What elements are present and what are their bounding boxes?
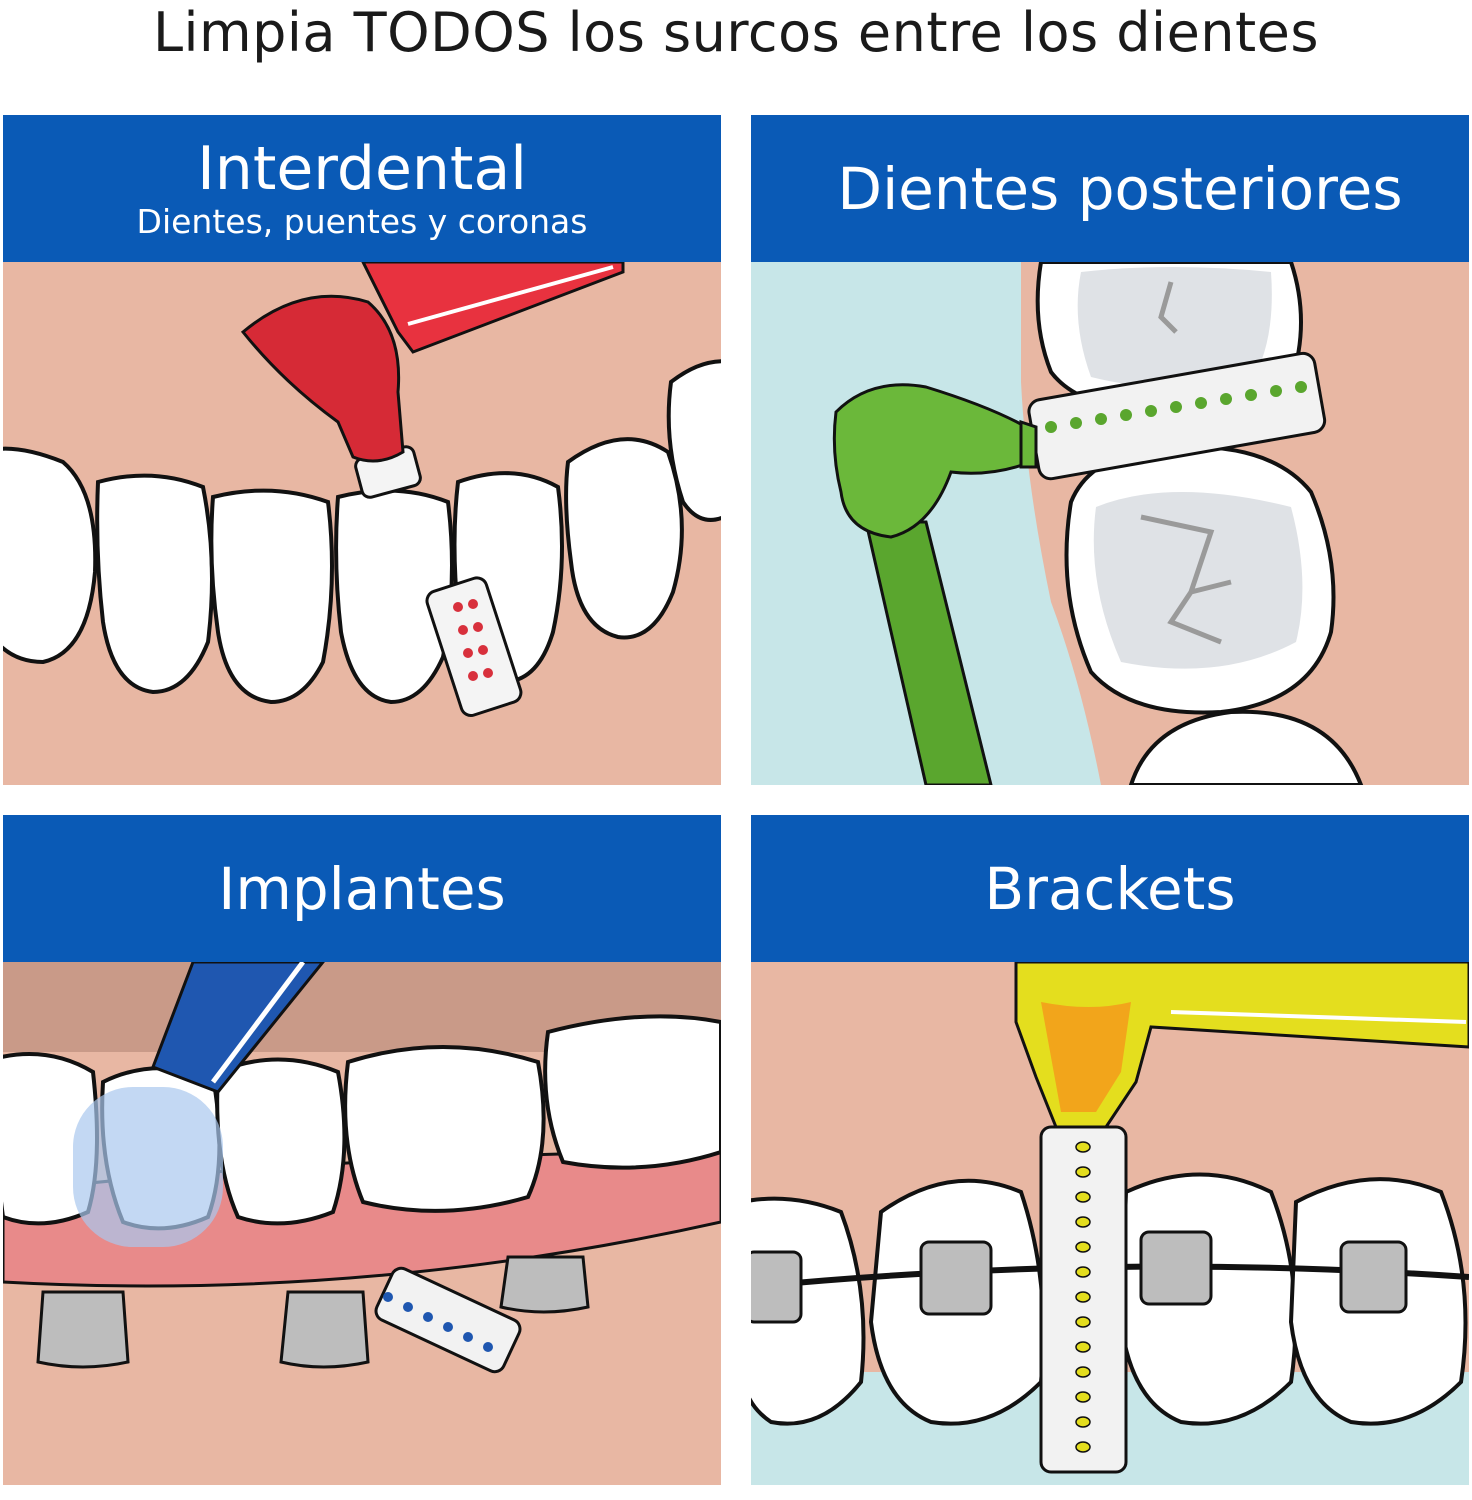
panel-subtitle: Dientes, puentes y coronas	[136, 201, 588, 241]
page-title: Limpia TODOS los surcos entre los diente…	[152, 1, 1320, 64]
panel-title: Brackets	[984, 854, 1236, 923]
panel-header: Brackets	[751, 815, 1469, 962]
panel-brackets: Brackets	[751, 815, 1469, 1485]
molars-illustration	[751, 262, 1469, 785]
panel-implantes: Implantes	[3, 815, 721, 1485]
panel-title: Implantes	[218, 854, 506, 923]
interdental-teeth-illustration	[3, 262, 721, 785]
panel-interdental: Interdental Dientes, puentes y coronas	[3, 115, 721, 785]
illustration-implantes	[3, 962, 721, 1485]
brackets-illustration	[751, 962, 1469, 1485]
illustration-dientes-posteriores	[751, 262, 1469, 785]
panel-title: Interdental	[197, 133, 527, 204]
panel-title: Dientes posteriores	[837, 154, 1403, 223]
implants-illustration	[3, 962, 721, 1485]
illustration-interdental	[3, 262, 721, 785]
panel-header: Interdental Dientes, puentes y coronas	[3, 115, 721, 262]
panel-header: Dientes posteriores	[751, 115, 1469, 262]
panel-dientes-posteriores: Dientes posteriores	[751, 115, 1469, 785]
panel-header: Implantes	[3, 815, 721, 962]
illustration-brackets	[751, 962, 1469, 1485]
